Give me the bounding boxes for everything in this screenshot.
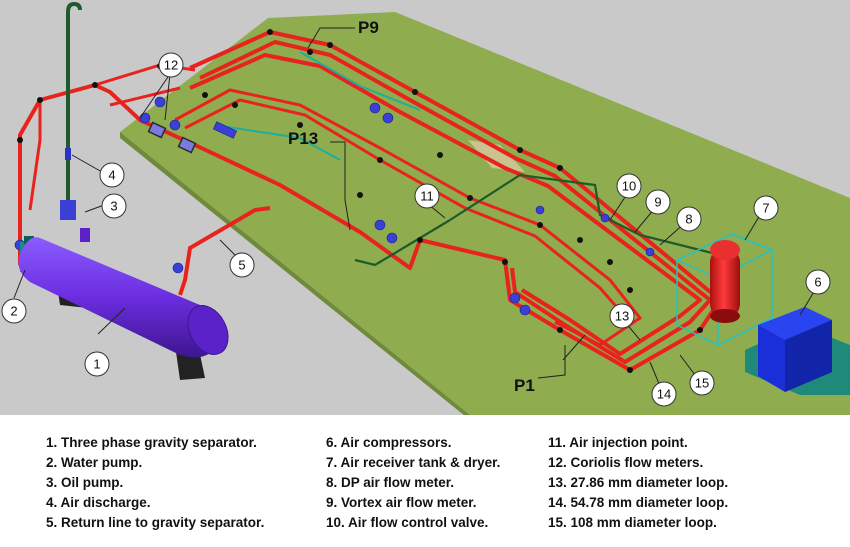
callout-6: 6 xyxy=(805,269,831,295)
legend-item-9: 9. Vortex air flow meter. xyxy=(326,495,477,510)
legend-item-8: 8. DP air flow meter. xyxy=(326,475,455,490)
gravity-separator xyxy=(18,228,229,380)
label-p13: P13 xyxy=(288,129,318,148)
floor-hatch xyxy=(468,140,525,172)
legend-item-15: 15. 108 mm diameter loop. xyxy=(548,515,717,530)
callout-3: 3 xyxy=(101,193,127,219)
callout-15: 15 xyxy=(689,370,715,396)
callout-4-text: 4 xyxy=(108,168,115,183)
callout-2-text: 2 xyxy=(10,304,17,319)
callout-4: 4 xyxy=(99,162,125,188)
callout-13: 13 xyxy=(609,303,635,329)
legend-item-6: 6. Air compressors. xyxy=(326,435,452,450)
callout-2: 2 xyxy=(1,298,27,324)
callout-12: 12 xyxy=(158,52,184,78)
callout-7-text: 7 xyxy=(762,201,769,216)
callout-14: 14 xyxy=(651,381,677,407)
legend-item-3: 3. Oil pump. xyxy=(46,475,124,490)
callout-5-text: 5 xyxy=(238,258,245,273)
legend-item-14: 14. 54.78 mm diameter loop. xyxy=(548,495,729,510)
callout-15-text: 15 xyxy=(695,376,709,391)
callout-14-text: 14 xyxy=(657,387,671,402)
pipe-fittings xyxy=(17,29,703,373)
callout-6-text: 6 xyxy=(814,275,821,290)
platform xyxy=(120,12,850,415)
air-receiver-tank xyxy=(676,233,773,346)
pipe-loop-27mm xyxy=(214,51,421,161)
callout-9-text: 9 xyxy=(654,195,661,210)
legend-item-11: 11. Air injection point. xyxy=(548,435,688,450)
legend-item-5: 5. Return line to gravity separator. xyxy=(46,515,265,530)
legend-item-7: 7. Air receiver tank & dryer. xyxy=(326,455,501,470)
callout-3-text: 3 xyxy=(110,199,117,214)
legend-item-2: 2. Water pump. xyxy=(46,455,143,470)
air-discharge-riser xyxy=(65,1,82,200)
callout-7: 7 xyxy=(753,195,779,221)
test-facility-diagram: P9 P13 P1 1 2 3 4 5 6 7 8 9 10 11 12 13 … xyxy=(0,0,850,415)
callout-1: 1 xyxy=(84,351,110,377)
legend-column-2: 6. Air compressors. 7. Air receiver tank… xyxy=(326,433,500,533)
callout-13-text: 13 xyxy=(615,309,629,324)
legend-item-4: 4. Air discharge. xyxy=(46,495,151,510)
callout-10-text: 10 xyxy=(622,179,636,194)
coriolis-meters xyxy=(147,121,197,154)
callout-5: 5 xyxy=(229,252,255,278)
callout-8: 8 xyxy=(676,206,702,232)
callout-9: 9 xyxy=(645,189,671,215)
legend-column-1: 1. Three phase gravity separator. 2. Wat… xyxy=(46,433,264,533)
label-p1: P1 xyxy=(514,376,535,395)
return-line xyxy=(178,206,271,296)
legend-item-10: 10. Air flow control valve. xyxy=(326,515,489,530)
callout-10: 10 xyxy=(616,173,642,199)
callout-1-text: 1 xyxy=(93,357,100,372)
legend: 1. Three phase gravity separator. 2. Wat… xyxy=(0,415,850,547)
callout-11-text: 11 xyxy=(420,189,434,204)
oil-pump xyxy=(60,200,76,220)
air-compressor xyxy=(745,307,850,395)
air-lines xyxy=(354,173,721,267)
legend-column-3: 11. Air injection point. 12. Coriolis fl… xyxy=(548,433,728,533)
legend-item-1: 1. Three phase gravity separator. xyxy=(46,435,257,450)
legend-item-13: 13. 27.86 mm diameter loop. xyxy=(548,475,729,490)
label-p9: P9 xyxy=(358,18,379,37)
callout-11: 11 xyxy=(414,183,440,209)
legend-item-12: 12. Coriolis flow meters. xyxy=(548,455,704,470)
callout-leaders xyxy=(13,27,816,387)
callout-12-text: 12 xyxy=(164,58,178,73)
callout-8-text: 8 xyxy=(685,212,692,227)
